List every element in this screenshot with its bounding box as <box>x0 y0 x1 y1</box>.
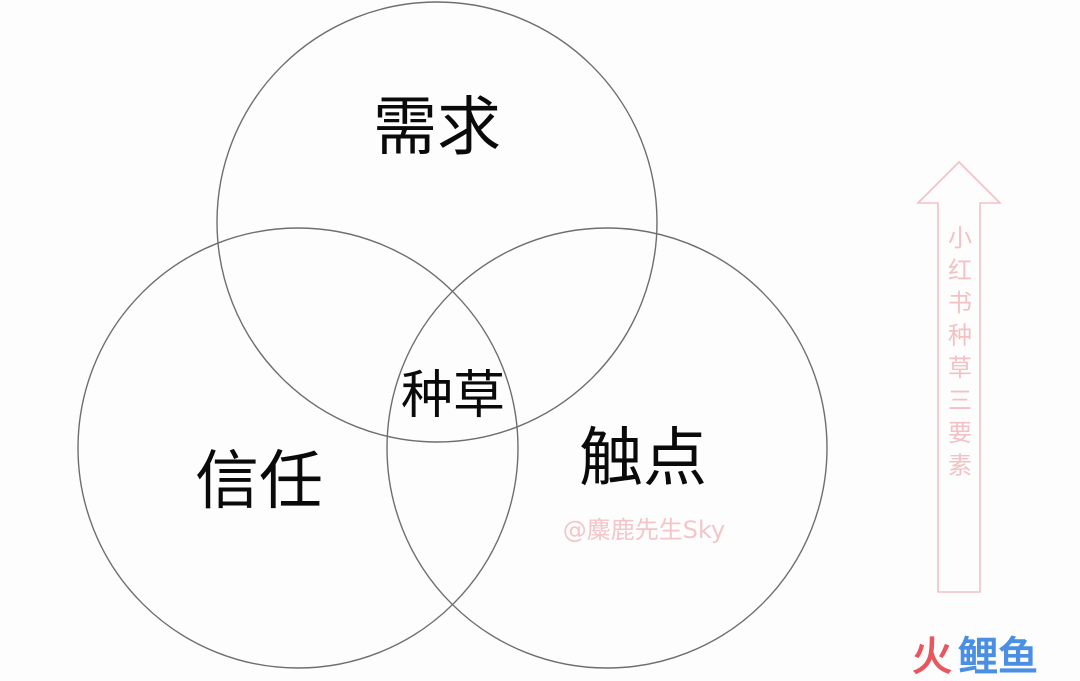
side-arrow-char: 要 <box>948 419 972 447</box>
top-circle <box>216 1 658 443</box>
side-arrow-char: 三 <box>948 387 972 415</box>
side-arrow-char: 小 <box>948 224 972 252</box>
side-arrow-char: 草 <box>948 354 972 382</box>
left-circle <box>77 227 519 669</box>
logo-fire-text: 火 <box>912 634 952 680</box>
up-arrow-icon <box>916 160 1002 593</box>
logo-carp-text: 鲤鱼 <box>958 634 1038 680</box>
watermark: @麋鹿先生Sky <box>563 516 725 544</box>
side-arrow-char: 素 <box>948 452 972 480</box>
side-arrow-char: 书 <box>948 289 972 317</box>
top-circle-label: 需求 <box>373 91 501 165</box>
side-arrow-char: 红 <box>948 257 972 285</box>
center-label: 种草 <box>401 366 505 426</box>
side-arrow-char: 种 <box>948 322 972 350</box>
right-circle-label: 触点 <box>579 422 707 496</box>
left-circle-label: 信任 <box>195 445 323 519</box>
right-circle <box>386 227 828 669</box>
brand-logo: 火 鲤鱼 <box>912 634 1038 680</box>
